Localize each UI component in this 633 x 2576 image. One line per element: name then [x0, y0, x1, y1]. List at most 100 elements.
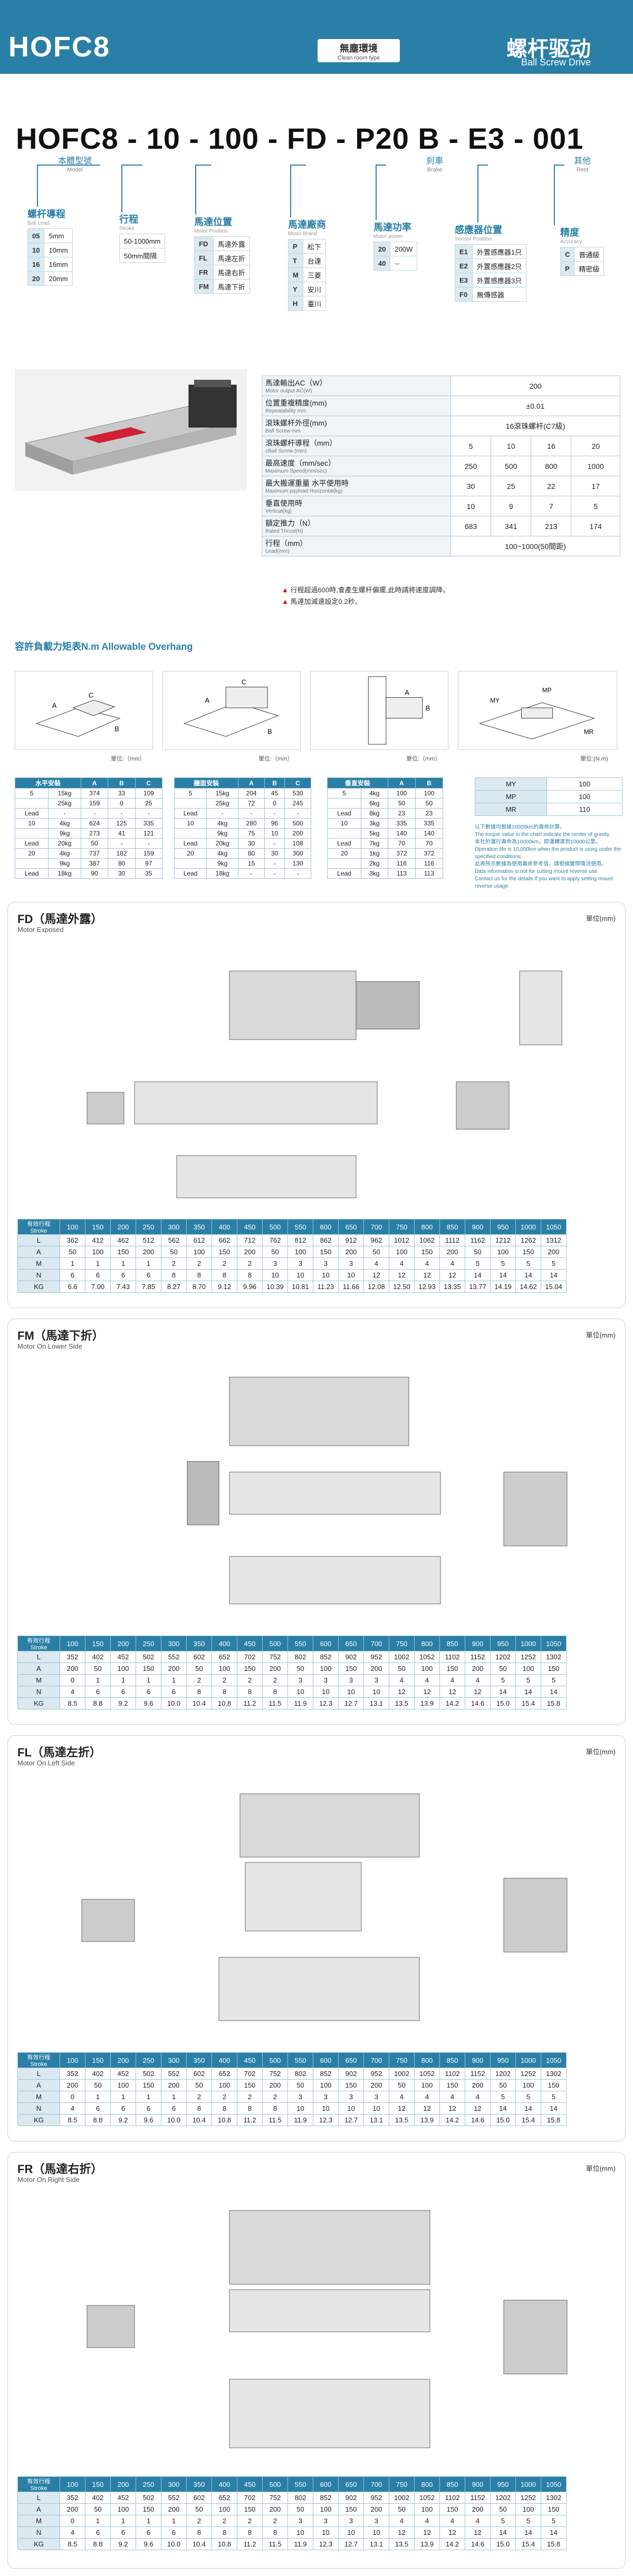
dim-cell: 8: [262, 2526, 288, 2539]
overhang-cell: 23: [387, 808, 416, 819]
section-fm-title: FM（馬達下折）: [17, 1329, 104, 1342]
dim-cell: M: [17, 1257, 60, 1270]
dim-cell: KG: [17, 1697, 60, 1709]
dim-cell: 4: [414, 1674, 440, 1686]
overhang-cell: -: [81, 808, 109, 819]
dim-head: 1000: [515, 2476, 541, 2492]
dim-cell: 812: [287, 1234, 313, 1246]
model-label-en: Model: [67, 167, 83, 173]
spec-key-cn: 位置重複精度(mm): [265, 399, 327, 407]
table-row: 50mm間隔: [119, 248, 166, 263]
section-fl-sub: Motor On Left Side: [17, 1759, 75, 1767]
spec-value: 16滾珠螺杆(C7級): [450, 416, 621, 436]
brake-label: 刹車 Brake: [426, 157, 443, 174]
dim-cell: 50: [186, 2079, 212, 2091]
dim-cell: 1252: [515, 2068, 541, 2080]
dim-head: 200: [110, 2476, 136, 2492]
dim-cell: 4: [60, 2526, 85, 2539]
overhang-cell: 96: [264, 818, 285, 829]
svg-text:B: B: [267, 727, 272, 735]
dim-cell: 3: [313, 1257, 339, 1270]
dim-cell: 402: [85, 2492, 111, 2504]
section-fm: FM（馬達下折） Motor On Lower Side 單位(mm) 有效行程…: [7, 1319, 626, 1725]
dim-cell: 14.6: [465, 2114, 491, 2126]
dim-cell: A: [17, 1662, 60, 1675]
overhang-cell: 20: [14, 848, 49, 859]
dim-cell: 12: [389, 2526, 415, 2539]
dim-cell: 652: [212, 2068, 237, 2080]
dim-cell: 11.9: [287, 2538, 313, 2550]
overhang-head: A: [387, 777, 416, 789]
overhang-cell: -: [48, 808, 82, 819]
moment-key: MP: [474, 790, 548, 803]
dim-cell: 6: [161, 2102, 187, 2114]
section-fr-unit: 單位(mm): [586, 2165, 616, 2173]
dim-cell: 11.2: [237, 2114, 263, 2126]
dim-cell: 1: [85, 2515, 111, 2527]
spec-value: 500: [491, 456, 532, 476]
svg-text:B: B: [426, 704, 430, 712]
overhang-cell: 70: [415, 838, 444, 849]
option-cell: 10: [27, 243, 45, 257]
option-cell: 臺川: [302, 296, 326, 311]
dim-cell: 502: [136, 1651, 161, 1663]
dim-cell: 6: [161, 2526, 187, 2539]
dim-cell: N: [17, 2526, 60, 2539]
option-cell: FR: [194, 265, 214, 280]
dim-cell: 3: [338, 1257, 364, 1270]
table-row: 40--: [373, 256, 418, 271]
dim-cell: 1: [136, 2515, 161, 2527]
brake-label-cn: 刹車: [426, 157, 444, 166]
overhang-cell: 5: [327, 788, 362, 799]
dim-cell: 952: [363, 1651, 389, 1663]
dim-head: 800: [414, 1219, 440, 1235]
overhang-cell: 0: [108, 798, 136, 809]
overhang-cell: -: [135, 808, 163, 819]
rest-label: 其他 Rest: [574, 157, 591, 174]
dim-cell: 5: [490, 1674, 516, 1686]
option-cell: H: [288, 296, 303, 311]
dim-cell: 100: [212, 2079, 237, 2091]
spec-key-cn: 垂直使用時: [265, 499, 302, 507]
overhang-head: 垂直安裝: [327, 777, 388, 789]
dim-head: 850: [439, 2052, 465, 2068]
dim-cell: 862: [313, 1234, 339, 1246]
overhang-cell: 245: [284, 798, 311, 809]
dim-cell: 10.4: [186, 1697, 212, 1709]
dim-cell: 100: [414, 1662, 440, 1675]
dim-cell: 9.2: [110, 1697, 136, 1709]
option-cell: M: [288, 267, 303, 282]
dim-cell: 200: [338, 1246, 364, 1258]
moment-note: Operation life is 10,000km when the prod…: [475, 847, 621, 860]
dim-cell: 6: [60, 1269, 85, 1281]
bracket-stroke: [121, 165, 142, 212]
dim-cell: 11.5: [262, 2538, 288, 2550]
dim-cell: 200: [363, 1662, 389, 1675]
overhang-cell: Lead: [174, 808, 207, 819]
spec-key-cn: 滾珠螺杆外徑(mm): [265, 419, 327, 427]
section-fd-title: FD（馬達外露）: [17, 912, 103, 926]
dim-cell: 14.2: [439, 1697, 465, 1709]
overhang-cell: 6kg: [361, 798, 388, 809]
dim-cell: 12: [439, 2102, 465, 2114]
dim-head: 500: [262, 2476, 288, 2492]
dim-cell: 5: [490, 2091, 516, 2103]
dim-cell: 4: [465, 1674, 491, 1686]
dim-head: 200: [110, 2052, 136, 2068]
overhang-cell: Lead: [14, 808, 49, 819]
overhang-cell: Lead: [327, 868, 362, 879]
option-cell: 馬達下折: [213, 279, 250, 294]
dim-cell: 8: [237, 1269, 263, 1281]
overhang-cell: 500: [284, 818, 311, 829]
dim-cell: 100: [212, 1662, 237, 1675]
dim-cell: 150: [110, 1246, 136, 1258]
moment-note: 此表所示數據為使用壽命參考值，請根據實際情況使用。: [475, 861, 607, 867]
overhang-cell: 4kg: [48, 848, 82, 859]
dim-head: 1000: [515, 1636, 541, 1651]
table-row: 位置重複精度(mm)Repeatability mm±0.01: [262, 396, 621, 416]
spec-value: 100~1000(50間距): [450, 536, 621, 556]
